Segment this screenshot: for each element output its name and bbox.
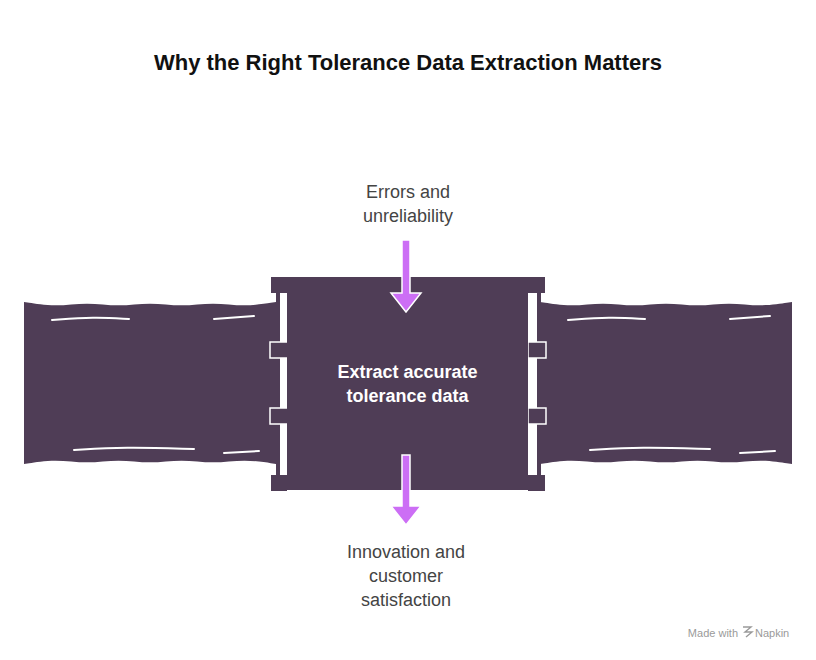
napkin-logo xyxy=(743,627,752,637)
input-label: Errors and unreliability xyxy=(343,180,473,228)
flange-cap xyxy=(528,475,545,491)
flange-cap xyxy=(528,277,545,293)
flange-cap xyxy=(271,277,287,293)
flange-cap xyxy=(271,475,287,491)
pipe-streak xyxy=(740,451,775,453)
pipe-streak xyxy=(214,316,254,319)
pipe-flanges xyxy=(270,277,546,491)
flange-rim xyxy=(276,293,280,475)
diagram-title: Why the Right Tolerance Data Extraction … xyxy=(0,48,816,78)
flange-bolt xyxy=(528,408,546,424)
watermark: Napkin xyxy=(755,626,789,640)
watermark: Made with xyxy=(688,626,738,640)
napkin-logo-mark xyxy=(743,627,752,637)
pipe-streak xyxy=(730,316,770,319)
pipe-streak xyxy=(74,448,194,450)
pipe-streak xyxy=(590,448,710,450)
output-label: Innovation and customer satisfaction xyxy=(336,540,476,612)
flange-bolt xyxy=(270,342,288,358)
flange-bolt xyxy=(528,342,546,358)
process-box: Extract accurate tolerance data xyxy=(287,277,528,490)
pipe-streak xyxy=(568,318,645,320)
pipe-streak xyxy=(52,318,129,320)
pipe-band xyxy=(540,302,792,464)
flange-rim xyxy=(537,293,541,475)
flange-bolt xyxy=(270,408,288,424)
node-label: Extract accurate tolerance data xyxy=(323,360,493,408)
pipe-band xyxy=(24,302,276,464)
pipe-streak xyxy=(224,451,259,453)
